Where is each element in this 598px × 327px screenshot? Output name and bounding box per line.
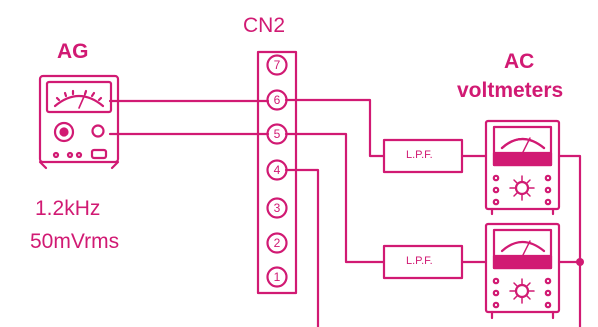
level-label: 50mVrms xyxy=(30,230,120,253)
cn2-connector xyxy=(256,50,298,295)
pin-5: 5 xyxy=(273,127,281,141)
lpf-label-bottom: L.P.F. xyxy=(406,255,433,267)
lpf-box-top xyxy=(382,138,464,174)
wiring xyxy=(108,98,582,327)
lpf-box-bottom xyxy=(382,244,464,280)
lpf-label-top: L.P.F. xyxy=(406,149,433,161)
ac-voltmeter-top xyxy=(484,119,561,216)
frequency-label: 1.2kHz xyxy=(35,197,101,220)
audio-generator xyxy=(38,74,120,170)
pin-1: 1 xyxy=(273,270,281,284)
ac-voltmeter-bottom xyxy=(484,222,561,320)
pin-7: 7 xyxy=(273,58,281,72)
pin-3: 3 xyxy=(273,201,281,215)
junction-dot xyxy=(576,258,584,266)
voltmeters-label: voltmeters xyxy=(457,79,564,102)
pin-4: 4 xyxy=(273,163,281,177)
pin-6: 6 xyxy=(273,93,281,107)
cn2-label: CN2 xyxy=(243,14,286,37)
ag-label: AG xyxy=(57,40,89,63)
ac-label: AC xyxy=(504,50,535,73)
pin-2: 2 xyxy=(273,236,281,250)
